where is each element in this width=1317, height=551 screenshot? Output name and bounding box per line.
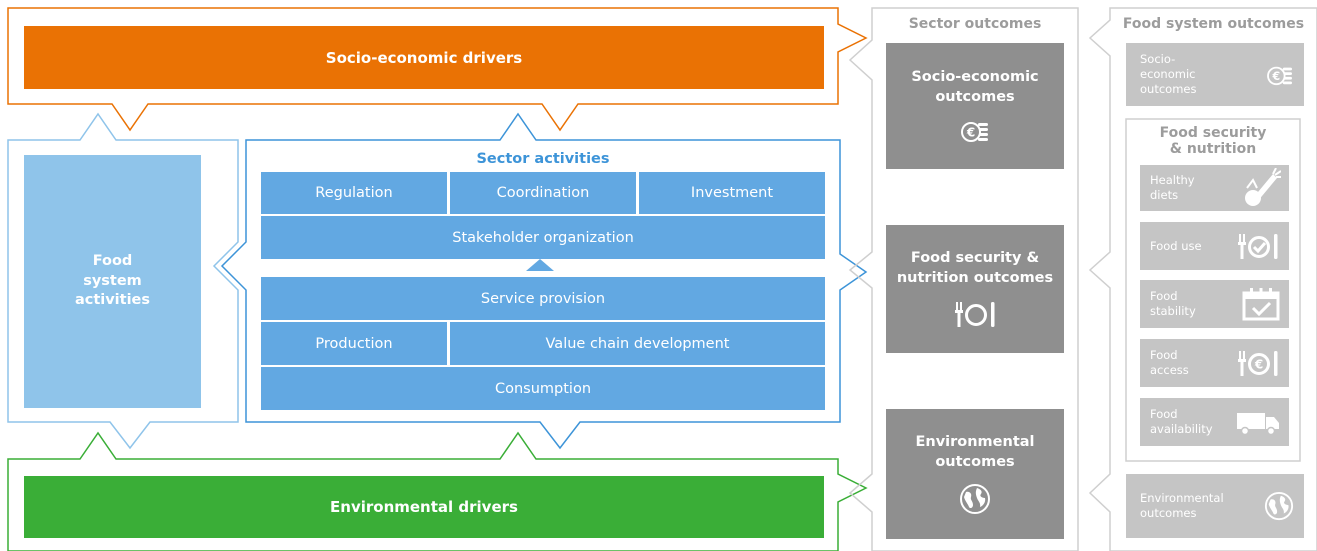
fso-socio-economic-box: Socio-economic outcomes € — [1126, 43, 1304, 106]
fso-healthy-diets-label: Healthy diets — [1150, 173, 1195, 202]
globe-icon — [960, 483, 990, 514]
svg-text:€: € — [1271, 70, 1280, 83]
fso-food-availability-label: Food availability — [1150, 407, 1213, 436]
sector-activities-title: Sector activities — [476, 151, 610, 167]
sector-outcomes-title: Sector outcomes — [908, 16, 1042, 32]
cutlery-euro-icon: € — [1238, 351, 1278, 376]
fsn-title-text: Food security & nutrition — [1159, 124, 1267, 157]
svg-text:€: € — [966, 125, 975, 139]
fsn-title: Food security & nutrition — [1140, 124, 1286, 158]
value-chain-cell: Value chain development — [450, 322, 825, 365]
environmental-frame — [7, 431, 868, 551]
fso-food-use: Food use — [1140, 222, 1289, 270]
socio-economic-outcomes-label: Socio-economic outcomes — [911, 69, 1039, 105]
fso-food-stability-label: Food stability — [1150, 289, 1196, 318]
sector-activities-frame — [220, 112, 868, 450]
socio-economic-outcomes-box: Socio-economic outcomes € — [886, 43, 1064, 169]
euro-coins-icon: € — [1267, 66, 1292, 85]
consumption-cell: Consumption — [261, 367, 825, 410]
environmental-outcomes-box: Environmental outcomes — [886, 409, 1064, 539]
euro-coins-icon: € — [961, 121, 988, 142]
regulation-cell: Regulation — [261, 172, 447, 214]
fso-healthy-diets: Healthy diets — [1140, 165, 1289, 211]
production-cell: Production — [261, 322, 447, 365]
stakeholder-organization-cell: Stakeholder organization — [261, 216, 825, 259]
investment-cell: Investment — [639, 172, 825, 214]
plate-cutlery-icon — [955, 301, 995, 327]
food-security-outcomes-label: Food security & nutrition outcomes — [896, 250, 1054, 286]
fso-food-access: Food access € — [1140, 339, 1289, 387]
service-provision-cell: Service provision — [261, 277, 825, 320]
fso-food-availability: Food availability — [1140, 398, 1289, 446]
calendar-check-icon — [1242, 288, 1280, 321]
fso-food-stability: Food stability — [1140, 280, 1289, 328]
truck-icon — [1237, 413, 1279, 436]
food-system-activities: Food system activities — [24, 155, 201, 408]
socio-economic-drivers: Socio-economic drivers — [24, 26, 824, 89]
cutlery-check-icon — [1238, 234, 1278, 259]
food-system-outcomes-frame — [1088, 7, 1317, 551]
sector-outcomes-frame — [848, 7, 1079, 551]
fso-food-access-label: Food access — [1150, 348, 1189, 377]
socio-economic-frame — [7, 7, 868, 132]
food-system-outcomes-title: Food system outcomes — [1122, 16, 1305, 32]
environmental-outcomes-label: Environmental outcomes — [915, 434, 1035, 470]
fso-food-use-label: Food use — [1150, 238, 1202, 253]
food-security-outcomes-box: Food security & nutrition outcomes — [886, 225, 1064, 353]
vegetables-icon — [1245, 168, 1281, 206]
fso-environmental-label: Environmental outcomes — [1140, 491, 1224, 520]
fsn-subframe — [1125, 118, 1301, 462]
svg-text:€: € — [1254, 358, 1263, 372]
globe-icon — [1264, 491, 1294, 521]
service-pointer — [526, 259, 554, 271]
food-system-activities-frame — [7, 112, 239, 450]
coordination-cell: Coordination — [450, 172, 636, 214]
fso-environmental-box: Environmental outcomes — [1126, 474, 1304, 538]
fso-socio-economic-label: Socio-economic outcomes — [1140, 52, 1197, 96]
environmental-drivers: Environmental drivers — [24, 476, 824, 538]
